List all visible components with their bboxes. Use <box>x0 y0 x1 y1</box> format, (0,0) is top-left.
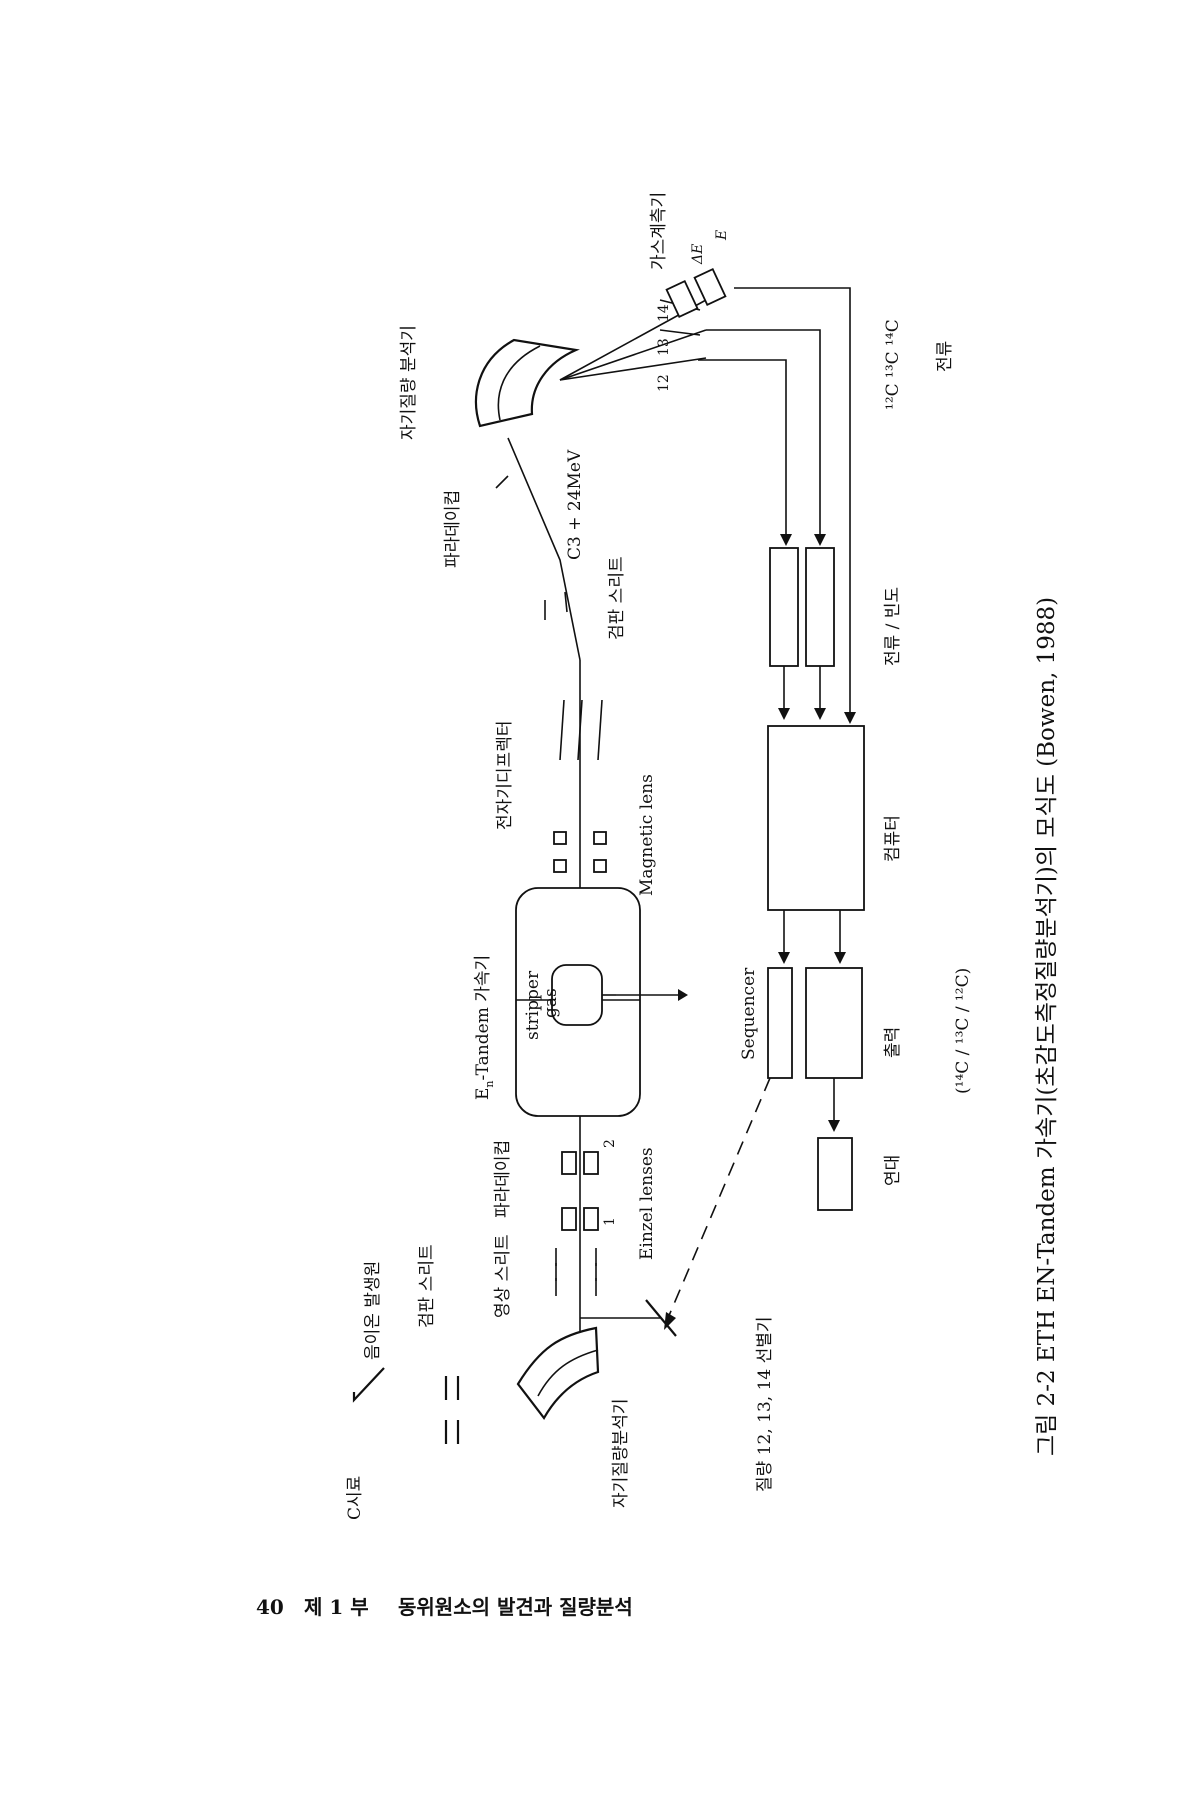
label-slit-detection: 검판 스리트 <box>417 1244 437 1328</box>
label-faraday-cup-1: 파라데이컵 <box>493 1140 513 1218</box>
label-tandem-rest: -Tandem 가속기 <box>473 955 493 1081</box>
footer-title: 동위원소의 발견과 질량분석 <box>398 1595 633 1619</box>
diagram <box>352 267 865 1444</box>
output-box <box>805 967 863 1079</box>
figure-caption: 그림 2-2 ETH EN-Tandem 가속기(초감도측정질량분석기)의 모식… <box>1034 597 1060 1456</box>
label-tandem-sub: n <box>483 1080 496 1087</box>
label-slit-detection-2: 검판 스리트 <box>607 556 627 640</box>
label-gas: gas <box>541 988 561 1018</box>
tandem-accelerator <box>515 887 688 1117</box>
label-electrostatic-deflector: 전자기디프렉터 <box>495 721 515 830</box>
sequencer-link <box>667 1077 771 1319</box>
einzel-lenses <box>561 1151 599 1231</box>
left-magnet <box>516 1326 600 1420</box>
electrostatic-deflector <box>559 699 603 761</box>
label-epsilon: E <box>714 230 730 241</box>
current-frequency-boxes <box>769 547 835 720</box>
top-magnet <box>474 338 580 428</box>
mass-selector <box>645 1299 677 1337</box>
magnetic-lens-squares <box>553 831 607 873</box>
beam-bend <box>507 437 581 661</box>
label-ratio: (¹⁴C / ¹³C / ¹²C) <box>953 968 973 1094</box>
page-footer: 40 제 1 부 동위원소의 발견과 질량분석 <box>256 1595 633 1619</box>
label-neg-ion-source: 음이온 발생원 <box>363 1261 383 1360</box>
label-einzel-lenses: Einzel lenses <box>637 1147 657 1260</box>
age-box <box>817 1137 853 1211</box>
current-box-1 <box>769 547 799 667</box>
sequencer-box <box>767 967 793 1079</box>
label-sequencer: Sequencer <box>739 967 759 1060</box>
gas-counter <box>665 267 727 319</box>
label-mag-mass-analyzer: 자기질량 분석기 <box>399 325 419 440</box>
diagram-labels: C시료 음이온 발생원 검판 스리트 영상 스리트 파라데이컵 자기질량분석기 … <box>345 192 973 1520</box>
label-faraday-cup-2: 파라데이컵 <box>443 490 463 568</box>
label-image-slit: 영상 스리트 <box>493 1234 513 1318</box>
label-gas-counter: 가스계측기 <box>649 192 669 270</box>
label-current-freq: 전류 / 빈도 <box>883 587 903 666</box>
label-magnetic-lens: Magnetic lens <box>637 774 657 896</box>
label-stripper: stripper <box>523 970 543 1040</box>
current-box-2 <box>805 547 835 667</box>
label-m13: 13 <box>656 338 672 356</box>
label-einzel-1: 1 <box>602 1217 618 1226</box>
image-slits <box>555 1248 597 1296</box>
label-m12: 12 <box>656 374 672 392</box>
label-einzel-2: 2 <box>602 1139 618 1148</box>
page-number: 40 <box>256 1595 284 1619</box>
label-m14: 14 <box>656 304 672 322</box>
label-isotopes: ¹²C ¹³C ¹⁴C <box>883 319 903 410</box>
c-sample-holder <box>352 1367 385 1403</box>
source-slits <box>444 1376 460 1444</box>
label-age: 연대 <box>883 1155 903 1186</box>
label-c-sample: C시료 <box>345 1476 365 1520</box>
label-computer: 컴퓨터 <box>883 815 903 862</box>
signal-lines <box>698 287 856 724</box>
footer-part: 제 1 부 <box>304 1595 369 1619</box>
label-tandem-e: E <box>473 1088 493 1100</box>
label-delta-e: ΔE <box>690 244 706 265</box>
label-tandem: En-Tandem 가속기 <box>473 955 496 1100</box>
label-c3-energy: C3 + 24MeV <box>565 449 585 560</box>
selector-arrow <box>664 1312 676 1330</box>
computer-box <box>767 725 865 911</box>
label-current-1: 전류 <box>935 341 955 372</box>
label-output: 출력 <box>883 1027 903 1058</box>
label-mag-analyzer-left: 자기질량분석기 <box>611 1399 631 1508</box>
label-mass-selector: 질량 12, 13, 14 선별기 <box>755 1316 775 1492</box>
